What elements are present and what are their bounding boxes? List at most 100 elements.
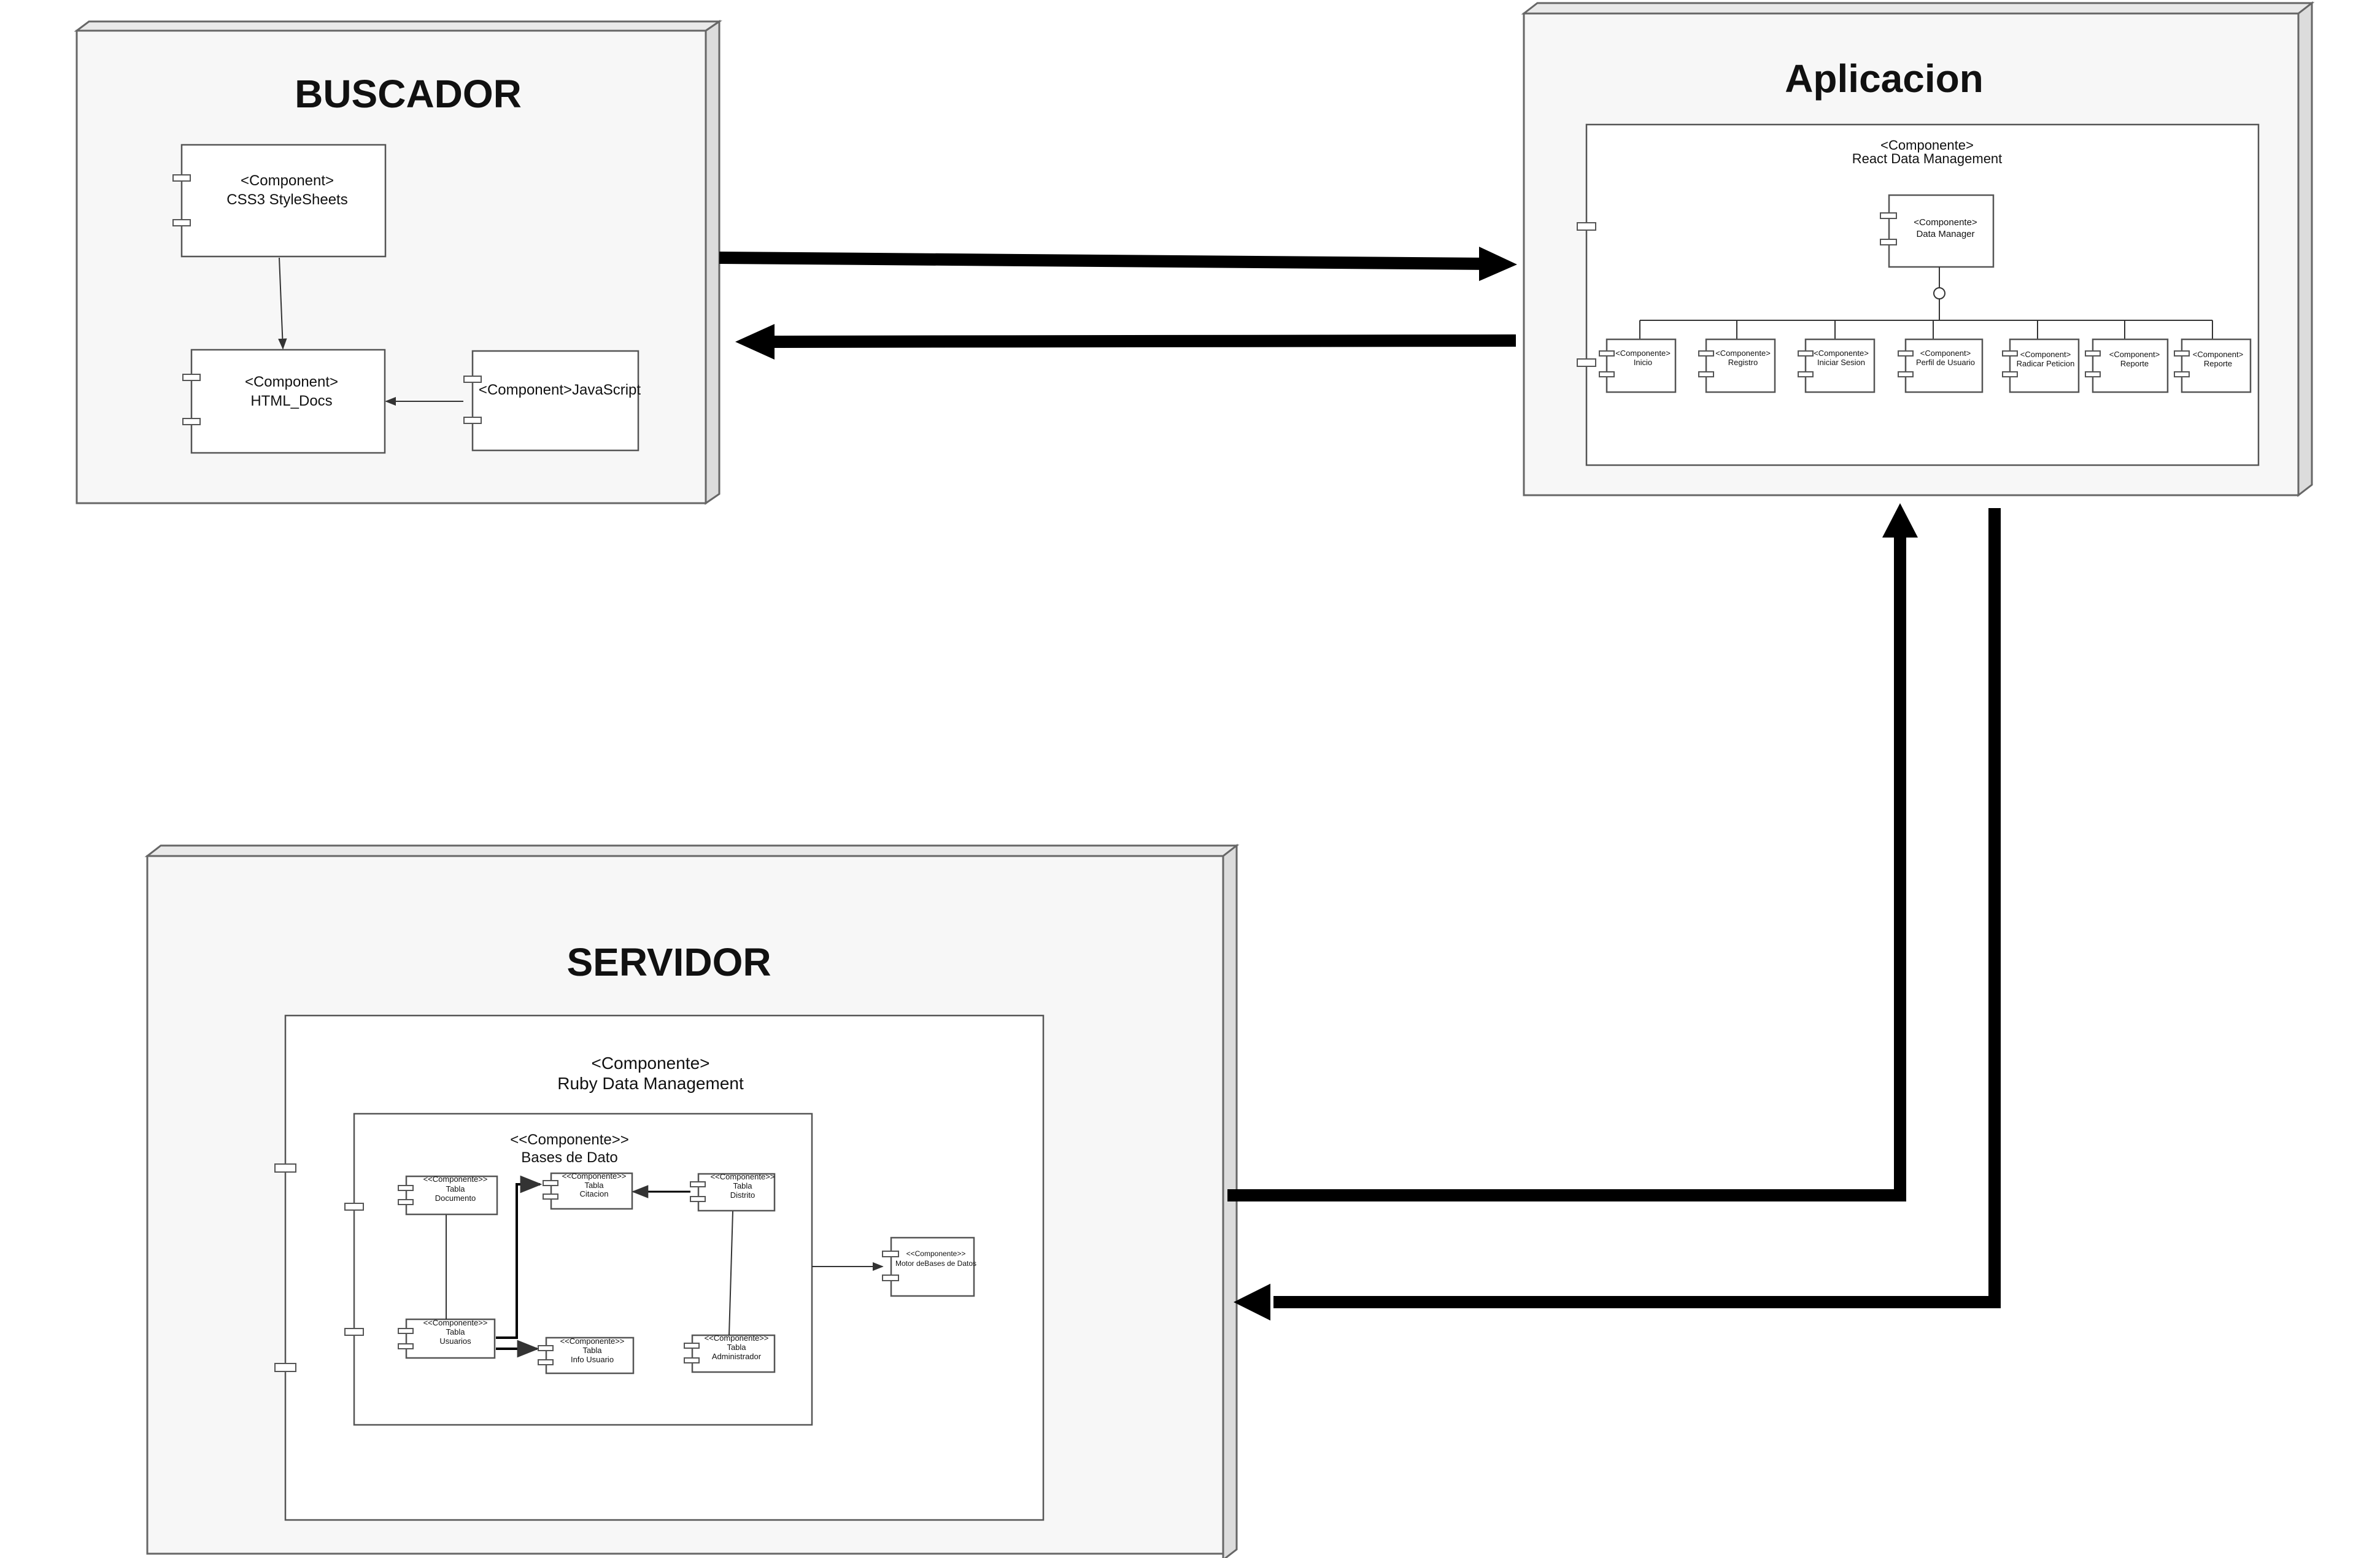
- port-icon: [2085, 371, 2101, 377]
- port-icon: [398, 1185, 414, 1191]
- tabla-info-usuario[interactable]: [538, 1336, 635, 1375]
- port-icon: [684, 1343, 700, 1349]
- port-icon: [2174, 350, 2190, 357]
- ruby-name: Ruby Data Management: [557, 1074, 744, 1093]
- tabla-administrador-line2: Administrador: [712, 1352, 762, 1361]
- tabla-citacion-line2: Citacion: [580, 1189, 609, 1198]
- port-icon: [882, 1251, 899, 1257]
- port-icon: [2174, 371, 2190, 377]
- child-iniciar-sesion-stereotype: <Componente>: [1814, 349, 1869, 358]
- port-icon: [274, 1163, 296, 1173]
- html-docs-name: HTML_Docs: [250, 393, 332, 409]
- port-icon: [172, 219, 191, 226]
- port-icon: [1698, 350, 1714, 357]
- port-icon: [684, 1357, 700, 1363]
- html-docs-stereotype: <Component>: [245, 374, 338, 390]
- db-name: Bases de Dato: [521, 1149, 617, 1166]
- port-icon: [463, 417, 482, 424]
- port-icon: [690, 1196, 706, 1202]
- servidor-title: SERVIDOR: [566, 940, 771, 984]
- tabla-usuarios[interactable]: [398, 1318, 496, 1359]
- port-icon: [398, 1328, 414, 1334]
- port-icon: [1898, 371, 1914, 377]
- port-icon: [690, 1181, 706, 1187]
- port-icon: [538, 1345, 554, 1351]
- child-perfil-de-usuario[interactable]: [1898, 320, 1984, 393]
- port-icon: [1577, 222, 1596, 231]
- tabla-info-usuario-line2: Info Usuario: [571, 1355, 614, 1364]
- aplicacion-title: Aplicacion: [1785, 56, 1984, 101]
- port-icon: [182, 374, 201, 381]
- react-stereotype: <Componente>: [1880, 137, 1974, 153]
- buscador-title: BUSCADOR: [295, 72, 522, 116]
- tabla-documento-line2: Documento: [435, 1194, 476, 1203]
- usuarios-citacion-arrow: [496, 1175, 543, 1339]
- tabla-info-usuario-line1: Tabla: [582, 1346, 602, 1355]
- port-icon: [1599, 350, 1615, 357]
- data-manager-component[interactable]: [1880, 194, 1995, 268]
- port-icon: [398, 1199, 414, 1205]
- child-inicio-name: Inicio: [1634, 358, 1652, 367]
- react-data-management-component[interactable]: [1577, 123, 2260, 466]
- tabla-citacion-stereotype: <<Componente>>: [562, 1171, 627, 1181]
- child-perfil-stereotype: <Component>: [1920, 349, 1971, 358]
- port-icon: [1898, 350, 1914, 357]
- tabla-documento-stereotype: <<Componente>>: [423, 1174, 488, 1184]
- tabla-administrador[interactable]: [684, 1334, 776, 1373]
- child-reporte-2-stereotype: <Component>: [2193, 350, 2243, 359]
- child-radicar-peticion[interactable]: [2002, 320, 2080, 393]
- tabla-citacion-line1: Tabla: [584, 1181, 604, 1190]
- javascript-component[interactable]: [463, 350, 639, 452]
- port-icon: [172, 174, 191, 182]
- child-iniciar-sesion-name: Iniciar Sesion: [1817, 358, 1865, 367]
- tabla-documento[interactable]: [398, 1175, 498, 1216]
- css3-stereotype: <Component>: [241, 172, 334, 189]
- child-reporte-2[interactable]: [2174, 320, 2252, 393]
- tabla-usuarios-line1: Tabla: [446, 1327, 465, 1336]
- port-icon: [274, 1363, 296, 1372]
- css3-component[interactable]: [172, 144, 387, 258]
- port-icon: [543, 1194, 558, 1200]
- port-icon: [182, 418, 201, 425]
- tabla-info-usuario-stereotype: <<Componente>>: [560, 1336, 625, 1346]
- tabla-distrito-stereotype: <<Componente>>: [711, 1172, 775, 1181]
- port-icon: [1880, 239, 1897, 245]
- data-manager-stereotype: <Componente>: [1914, 217, 1977, 228]
- port-icon: [543, 1180, 558, 1186]
- tabla-usuarios-stereotype: <<Componente>>: [423, 1318, 488, 1327]
- distrito-administrador-line: [728, 1211, 733, 1336]
- child-reporte-1-stereotype: <Component>: [2109, 350, 2160, 359]
- child-radicar-name: Radicar Peticion: [2017, 359, 2075, 368]
- buscador-to-aplicacion-arrow: [719, 247, 1517, 281]
- tabla-administrador-stereotype: <<Componente>>: [705, 1333, 769, 1343]
- port-icon: [538, 1359, 554, 1365]
- port-icon: [882, 1275, 899, 1281]
- port-icon: [2002, 350, 2018, 357]
- port-icon: [344, 1328, 364, 1336]
- css3-name: CSS3 StyleSheets: [226, 191, 347, 208]
- html-docs-component[interactable]: [182, 349, 386, 454]
- tabla-citacion[interactable]: [543, 1172, 633, 1210]
- child-iniciar-sesion[interactable]: [1798, 320, 1876, 393]
- tabla-distrito[interactable]: [690, 1173, 776, 1212]
- child-reporte-1-name: Reporte: [2120, 359, 2149, 368]
- motor-name: Motor deBases de Datos: [895, 1259, 976, 1268]
- tabla-distrito-line1: Tabla: [733, 1181, 752, 1190]
- tabla-usuarios-line2: Usuarios: [439, 1336, 471, 1346]
- port-icon: [1698, 371, 1714, 377]
- motor-bases-de-datos[interactable]: [882, 1236, 975, 1297]
- child-radicar-stereotype: <Component>: [2020, 350, 2071, 359]
- child-inicio[interactable]: [1599, 320, 1677, 393]
- aplicacion-to-servidor-arrow: [1234, 508, 2001, 1321]
- child-reporte-1[interactable]: [2085, 320, 2169, 393]
- db-stereotype: <<Componente>>: [510, 1132, 629, 1148]
- child-registro-stereotype: <Componente>: [1715, 349, 1771, 358]
- child-registro[interactable]: [1698, 320, 1776, 393]
- port-icon: [398, 1343, 414, 1349]
- javascript-label: <Component>JavaScript: [479, 382, 641, 398]
- tabla-documento-line1: Tabla: [446, 1184, 465, 1194]
- port-icon: [1880, 212, 1897, 219]
- child-inicio-stereotype: <Componente>: [1615, 349, 1671, 358]
